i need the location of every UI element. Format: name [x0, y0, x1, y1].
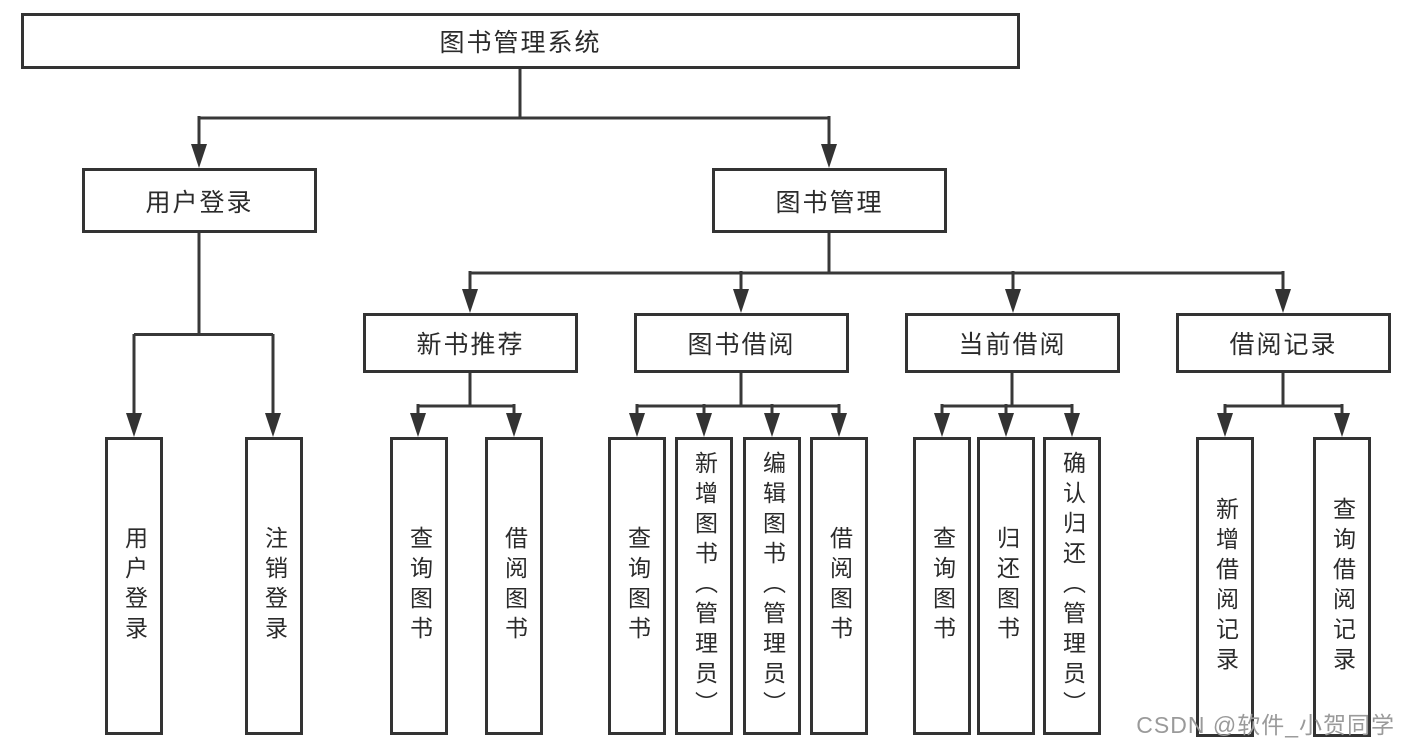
node-label: 图书管理系统	[439, 29, 602, 57]
arrow-icon	[821, 144, 837, 168]
arrowheads	[126, 144, 1350, 437]
arrow-icon	[934, 413, 950, 437]
leaf-query-books-current: 查询图书	[913, 437, 971, 735]
csdn-watermark: CSDN @软件_小贺同学	[1136, 712, 1395, 738]
arrow-icon	[1064, 413, 1080, 437]
node-label: 注销登录	[261, 526, 288, 646]
node-system-root: 图书管理系统	[21, 13, 1020, 69]
arrow-icon	[1275, 289, 1291, 313]
node-label: 归还图书	[993, 526, 1020, 646]
leaf-borrow-books: 借阅图书	[810, 437, 868, 735]
node-label: 查询图书	[406, 526, 433, 646]
node-label: 确认归还（管理员）	[1059, 451, 1086, 721]
leaf-borrow-books-recommend: 借阅图书	[485, 437, 543, 735]
arrow-icon	[191, 144, 207, 168]
connector-strokes	[132, 69, 1344, 418]
arrow-icon	[265, 413, 281, 437]
arrow-icon	[1005, 289, 1021, 313]
node-borrow-records: 借阅记录	[1176, 313, 1391, 373]
node-label: 当前借阅	[958, 331, 1067, 359]
leaf-user-login: 用户登录	[105, 437, 163, 735]
node-label: 借阅图书	[826, 526, 853, 646]
arrow-icon	[733, 289, 749, 313]
node-new-book-recommend: 新书推荐	[363, 313, 578, 373]
node-label: 查询图书	[929, 526, 956, 646]
node-label: 用户登录	[145, 188, 254, 217]
arrow-icon	[410, 413, 426, 437]
arrow-icon	[462, 289, 478, 313]
node-label: 查询图书	[624, 526, 651, 646]
arrow-icon	[506, 413, 522, 437]
node-label: 借阅记录	[1229, 331, 1338, 359]
arrow-icon	[998, 413, 1014, 437]
node-label: 新增借阅记录	[1212, 497, 1239, 677]
leaf-query-books-recommend: 查询图书	[390, 437, 448, 735]
node-label: 图书借阅	[687, 331, 796, 359]
node-label: 借阅图书	[501, 526, 528, 646]
leaf-edit-book-admin: 编辑图书（管理员）	[743, 437, 801, 735]
node-label: 新书推荐	[416, 331, 525, 359]
arrow-icon	[126, 413, 142, 437]
node-book-borrow: 图书借阅	[634, 313, 849, 373]
leaf-return-book: 归还图书	[977, 437, 1035, 735]
leaf-add-book-admin: 新增图书（管理员）	[675, 437, 733, 735]
node-user-login: 用户登录	[82, 168, 317, 233]
leaf-logout: 注销登录	[245, 437, 303, 735]
node-label: 图书管理	[775, 188, 884, 217]
leaf-query-books-borrow: 查询图书	[608, 437, 666, 735]
node-label: 用户登录	[121, 526, 148, 646]
arrow-icon	[1217, 413, 1233, 437]
arrow-icon	[831, 413, 847, 437]
arrow-icon	[764, 413, 780, 437]
arrow-icon	[629, 413, 645, 437]
arrow-icon	[696, 413, 712, 437]
node-book-management: 图书管理	[712, 168, 947, 233]
arrow-icon	[1334, 413, 1350, 437]
node-label: 查询借阅记录	[1329, 497, 1356, 677]
leaf-confirm-return-admin: 确认归还（管理员）	[1043, 437, 1101, 735]
node-current-borrow: 当前借阅	[905, 313, 1120, 373]
leaf-query-borrow-record: 查询借阅记录	[1313, 437, 1371, 737]
node-label: 编辑图书（管理员）	[759, 451, 786, 721]
leaf-add-borrow-record: 新增借阅记录	[1196, 437, 1254, 737]
node-label: 新增图书（管理员）	[691, 451, 718, 721]
